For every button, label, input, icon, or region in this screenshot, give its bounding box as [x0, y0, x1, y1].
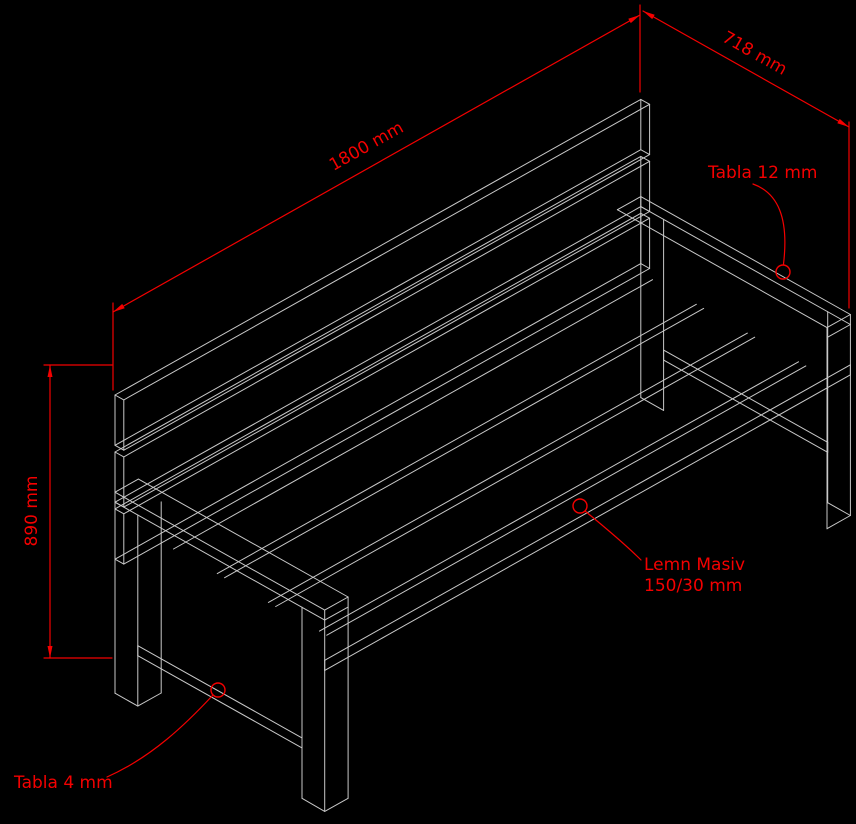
backrest-top-back-edge	[114, 98, 642, 396]
seat-front-bottom-edge	[324, 374, 851, 671]
dimension-height: 890 mm	[22, 364, 113, 659]
callout-solid-wood: Lemn Masiv 150/30 mm	[572, 498, 745, 596]
dimension-length: 1800 mm	[112, 4, 641, 391]
seat-slat-edge	[319, 361, 799, 632]
backrest-board-edge	[114, 149, 642, 446]
callout-sheet-4-label: Tabla 4 mm	[13, 773, 113, 793]
seat-slat-edge	[267, 332, 748, 603]
seat-slat-edge	[173, 279, 653, 550]
dimension-depth: 718 mm	[642, 10, 850, 309]
stretcher-edge	[663, 349, 829, 443]
right-side-frame	[616, 196, 851, 530]
backrest-board-edge	[123, 217, 651, 515]
armrest-edge	[114, 491, 326, 611]
armrest-edge	[640, 196, 851, 315]
backrest-board-edge	[114, 206, 642, 503]
dimension-line	[112, 14, 641, 313]
backrest-left-end-face	[114, 508, 125, 565]
callout-sheet-12-label: Tabla 12 mm	[707, 163, 817, 183]
stretcher-edge	[137, 645, 303, 739]
backrest-right-end-face	[640, 98, 651, 156]
rear-leg-bottom	[640, 397, 665, 411]
backrest-board-edge	[123, 160, 651, 458]
dimension-depth-label: 718 mm	[719, 28, 791, 80]
front-leg-bottom	[826, 502, 851, 530]
callout-marker-circle	[572, 498, 588, 514]
backrest-top-front-edge	[123, 103, 651, 401]
rear-leg-bottom	[114, 692, 162, 707]
backrest-board-edge	[114, 212, 642, 510]
seat	[173, 279, 851, 671]
leader-line	[106, 694, 214, 778]
armrest-edge	[137, 478, 349, 598]
seat-slat-edge	[216, 303, 697, 575]
stretcher-edge	[663, 359, 829, 453]
armrest-edge	[640, 206, 851, 325]
callout-marker-circle	[210, 682, 226, 698]
armrest-rear-edge	[114, 478, 139, 493]
backrest-bottom-back-edge	[114, 263, 642, 560]
backrest-board-edge	[123, 154, 651, 451]
stretcher-edge	[137, 655, 303, 749]
seat-slat-edge	[224, 307, 705, 579]
armrest-edge	[114, 501, 326, 621]
seat-slat-edge	[326, 365, 807, 636]
backrest	[114, 98, 651, 565]
armrest-rear-edge	[616, 196, 642, 211]
bench-outline	[114, 98, 851, 812]
callout-sheet-4: Tabla 4 mm	[13, 682, 226, 793]
backrest-board-edge	[123, 211, 651, 508]
backrest-right-end-face	[640, 212, 651, 269]
backrest-left-end-face	[114, 451, 125, 508]
arrowhead	[113, 303, 125, 312]
dimension-height-label: 890 mm	[22, 476, 42, 547]
arrowhead	[628, 15, 640, 24]
backrest-right-end-face	[640, 155, 651, 212]
backrest-board-edge	[114, 155, 642, 453]
callout-solid-wood-label-line1: Lemn Masiv	[644, 555, 745, 575]
backrest-bottom-front-edge	[123, 268, 651, 565]
callout-sheet-12: Tabla 12 mm	[707, 163, 817, 280]
leader-line	[584, 510, 642, 561]
seat-slat-edge	[275, 336, 756, 607]
leader-line	[752, 183, 786, 265]
armrest-edge	[616, 209, 828, 329]
callout-solid-wood-label-line2: 150/30 mm	[644, 576, 742, 596]
arrowhead	[47, 365, 53, 377]
front-leg-bottom	[301, 797, 349, 812]
arrowhead	[643, 11, 655, 20]
arrowhead	[47, 646, 53, 658]
backrest-left-end-face	[114, 394, 125, 451]
dimension-line	[642, 10, 850, 128]
left-side-frame	[114, 478, 349, 812]
arrowhead	[837, 118, 849, 127]
callout-marker-circle	[775, 264, 791, 280]
dimension-length-label: 1800 mm	[326, 118, 407, 176]
